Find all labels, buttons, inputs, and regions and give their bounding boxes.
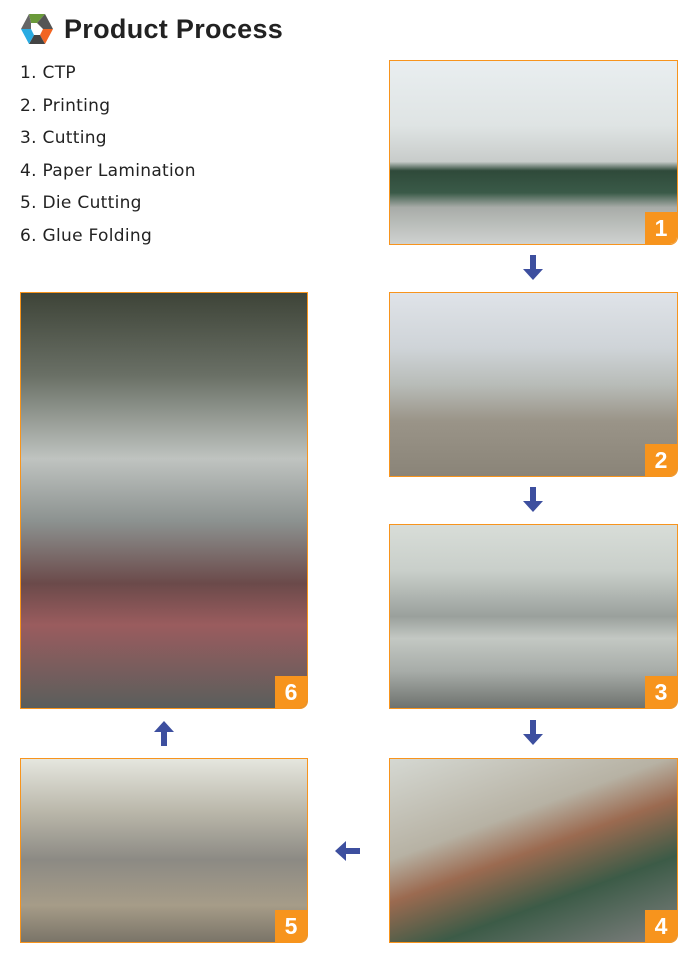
arrow-up-icon [154,721,174,746]
step-item: 3. Cutting [20,128,107,149]
photo-glue-folding: 6 [20,292,308,709]
arrow-down-icon [523,255,543,280]
arrow-down-icon [523,720,543,745]
step-badge: 5 [275,910,307,942]
glue-folding-machine-image [21,293,307,708]
step-badge: 3 [645,676,677,708]
hexagon-logo-icon [21,14,53,44]
photo-cutting: 3 [389,524,678,709]
arrow-down-icon [523,487,543,512]
ctp-machine-image [390,61,677,244]
photo-printing: 2 [389,292,678,477]
cutting-machine-image [390,525,677,708]
step-badge: 4 [645,910,677,942]
step-item: 2. Printing [20,95,111,116]
page-title: Product Process [64,13,284,44]
step-item: 6. Glue Folding [20,225,153,246]
step-badge: 2 [645,444,677,476]
arrow-left-icon [335,841,360,861]
step-item: 4. Paper Lamination [20,160,196,181]
photo-ctp: 1 [389,60,678,245]
photo-die-cutting: 5 [20,758,308,943]
step-badge: 6 [275,676,307,708]
page-header: Product Process [20,12,283,46]
lamination-machine-image [390,759,677,942]
printing-machine-image [390,293,677,476]
step-badge: 1 [645,212,677,244]
step-item: 1. CTP [20,63,76,83]
step-item: 5. Die Cutting [20,193,142,214]
die-cutting-machine-image [21,759,307,942]
process-steps-list: 1. CTP 2. Printing 3. Cutting 4. Paper L… [20,60,196,256]
photo-lamination: 4 [389,758,678,943]
